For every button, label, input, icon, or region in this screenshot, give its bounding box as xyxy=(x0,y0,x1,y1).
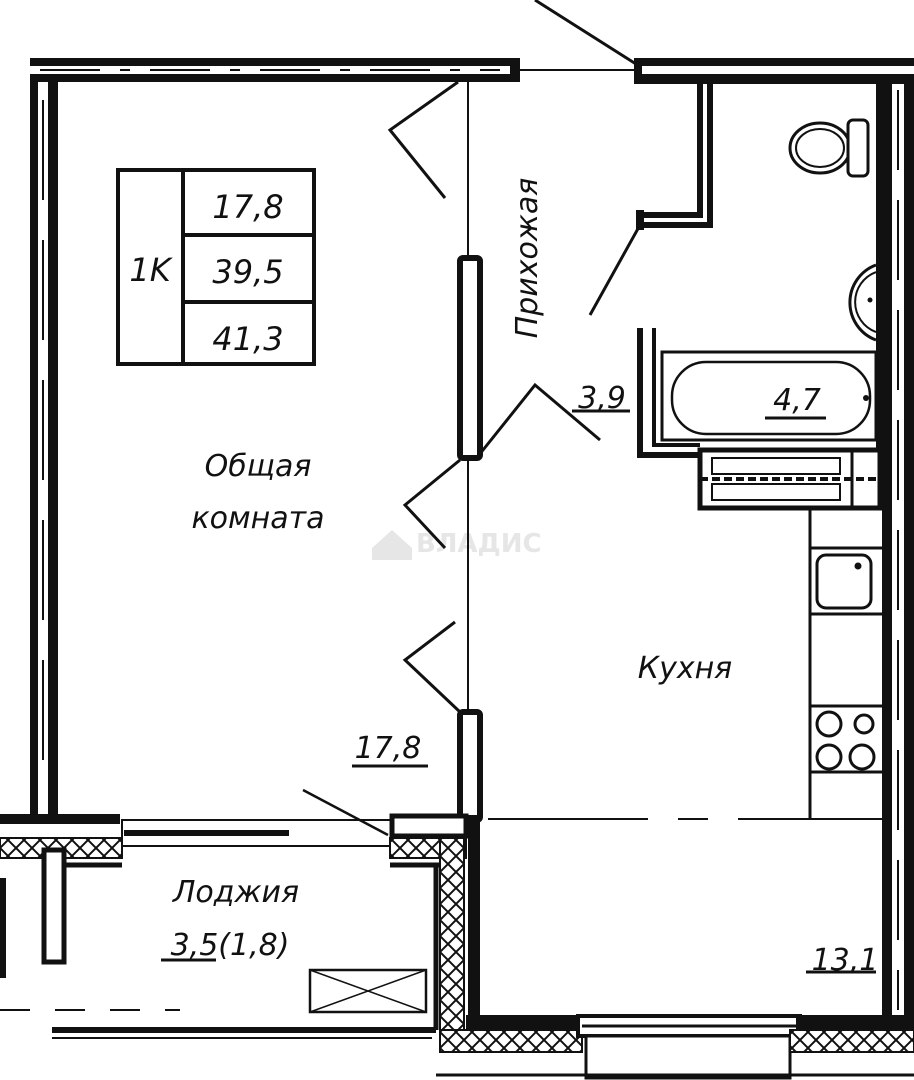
loggia-area: 3,5(1,8) xyxy=(171,928,290,963)
door-swing-3 xyxy=(402,620,462,714)
kitchen-walls xyxy=(436,815,914,1080)
kitchen-counter xyxy=(808,508,882,818)
sink-icon xyxy=(848,263,877,342)
kitchen-name: Кухня xyxy=(638,651,732,686)
living-room-name-1: Общая xyxy=(205,449,312,484)
loggia-walls xyxy=(0,813,469,1039)
door-swing-1 xyxy=(387,80,459,199)
door-swing-2 xyxy=(402,458,461,550)
hall-name: Прихожая xyxy=(510,178,545,339)
toilet-icon xyxy=(788,118,870,178)
loggia-name: Лоджия xyxy=(172,875,299,910)
top-wall-left xyxy=(30,58,520,82)
house-logo-icon xyxy=(372,530,412,560)
left-wall xyxy=(30,74,58,814)
air-conditioner-icon xyxy=(308,968,428,1014)
door-swing-bath xyxy=(588,224,642,316)
watermark: ВЛАДИС xyxy=(372,529,542,560)
door-swing-hall xyxy=(473,382,601,461)
living-room-name-2: комната xyxy=(192,501,325,536)
bathroom-walls xyxy=(636,84,886,504)
total-with-loggia-value: 41,3 xyxy=(212,320,283,358)
total-area-value: 39,5 xyxy=(212,253,283,291)
stove-icon xyxy=(815,710,876,771)
living-area-value: 17,8 xyxy=(212,188,283,226)
partition-wall xyxy=(457,255,483,461)
areas-table xyxy=(116,168,316,366)
right-wall xyxy=(882,74,914,1024)
bathtub-icon xyxy=(660,350,878,442)
apartment-type: 1K xyxy=(129,251,173,289)
entrance-door-swing xyxy=(534,0,637,66)
partition-wall-lower xyxy=(457,709,483,823)
kitchen-sink-icon xyxy=(815,553,873,610)
living-room-area: 17,8 xyxy=(355,731,422,766)
top-wall-right xyxy=(634,58,914,84)
vent-shafts xyxy=(697,447,883,511)
watermark-text: ВЛАДИС xyxy=(416,529,542,559)
bathroom-area: 4,7 xyxy=(773,383,821,418)
loggia-door-swing xyxy=(302,788,389,837)
